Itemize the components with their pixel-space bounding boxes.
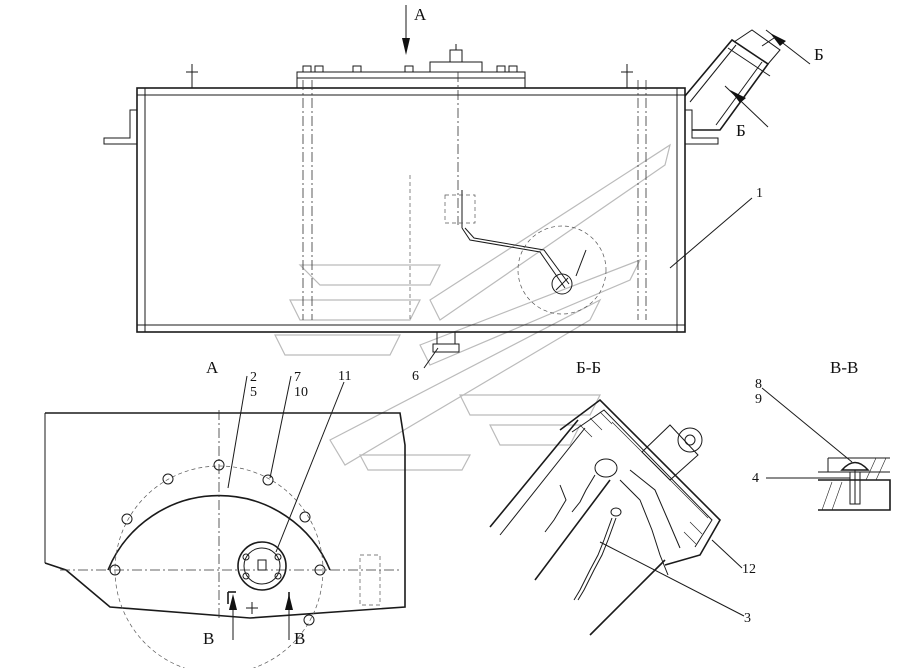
callout-10: 10 [294,385,308,400]
callout-2: 2 [250,370,257,385]
view-arrow-a-label: А [414,5,427,24]
flange-bolt-holes [109,459,326,626]
callout-6: 6 [412,369,419,384]
section-b-b: Б-Б [489,358,756,636]
cap-hatching [579,411,709,545]
callout-7: 7 [294,370,301,385]
callout-4: 4 [752,471,759,486]
callout-12: 12 [742,562,756,577]
callout-11: 11 [338,369,351,384]
tank-main-view: А Б Б [103,5,824,384]
view-a: А [44,358,406,668]
callout-5: 5 [250,385,257,400]
view-a-title: А [206,358,219,377]
filler-neck [684,29,781,131]
cut-v-left-label: В [203,629,214,648]
cut-v-right-label: В [294,629,305,648]
section-arrow-b-top-label: Б [814,45,824,64]
section-arrow-b-side-label: Б [736,121,746,140]
callout-9: 9 [755,392,762,407]
callout-3: 3 [744,611,751,626]
retaining-chain [544,458,622,601]
callout-8: 8 [755,377,762,392]
section-v-v: В-В 8 9 4 [752,358,891,511]
callout-1: 1 [756,186,763,201]
watermark-logo [274,143,671,471]
flange-bolts [302,65,518,73]
section-vv-title: В-В [830,358,858,377]
section-bb-title: Б-Б [576,358,601,377]
